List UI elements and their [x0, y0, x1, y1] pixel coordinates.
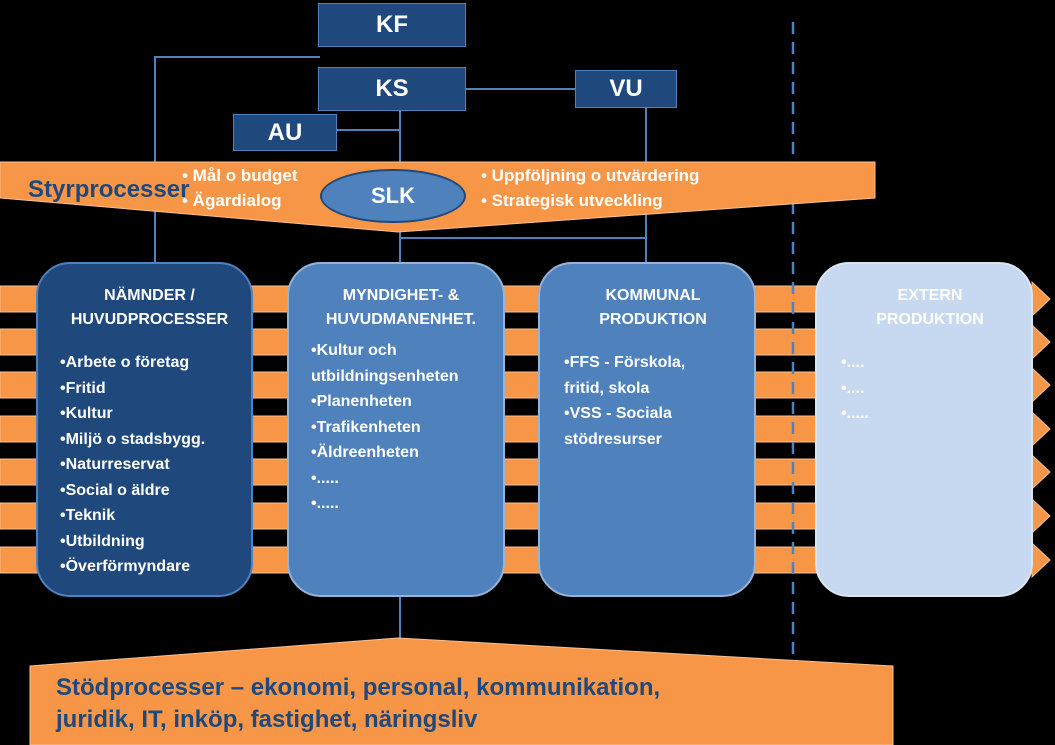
- column-list: •Arbete o företag •Fritid •Kultur •Miljö…: [60, 350, 239, 580]
- ks-label: KS: [375, 75, 409, 102]
- styr-item: • Uppföljning o utvärdering: [481, 166, 700, 185]
- column-kommunal-produktion: KOMMUNAL PRODUKTION •FFS - Förskola, fri…: [538, 262, 756, 597]
- list-item: •Teknik: [60, 507, 116, 524]
- list-item: •Naturreservat: [60, 456, 170, 473]
- vu-box: VU: [575, 70, 677, 108]
- list-item: •Utbildning: [60, 532, 145, 550]
- list-item: •VSS - Sociala stödresurser: [564, 405, 672, 448]
- column-list: •FFS - Förskola, fritid, skola •VSS - So…: [564, 350, 742, 452]
- list-item: •Trafikenheten: [311, 418, 421, 436]
- styrprocesser-right-list: • Uppföljning o utvärdering • Strategisk…: [481, 163, 699, 213]
- column-extern-produktion: EXTERN PRODUKTION •.... •.... •.....: [815, 262, 1033, 597]
- slk-label: SLK: [371, 183, 415, 208]
- list-item: •.....: [311, 495, 339, 512]
- list-item: •.....: [311, 469, 339, 487]
- kf-label: KF: [376, 11, 408, 38]
- list-item: •Miljö o stadsbygg.: [60, 430, 206, 448]
- list-item: •Överförmyndare: [60, 558, 191, 575]
- list-item: •Arbete o företag: [60, 354, 190, 371]
- column-title: NÄMNDER / HUVUDPROCESSER: [70, 287, 229, 328]
- column-list: •.... •.... •.....: [841, 350, 1019, 427]
- styr-item: • Ägardialog: [182, 191, 282, 210]
- slk-ellipse: SLK: [320, 169, 466, 223]
- list-item: •....: [841, 354, 865, 371]
- styrprocesser-label: Styrprocesser: [28, 176, 190, 203]
- stodprocesser-line: Stödprocesser – ekonomi, personal, kommu…: [56, 674, 661, 701]
- column-list: •Kultur och utbildningsenheten •Planenhe…: [311, 338, 491, 517]
- column-title: MYNDIGHET- & HUVUDMANENHET.: [325, 287, 477, 328]
- ks-box: KS: [318, 67, 466, 111]
- styr-item: • Strategisk utveckling: [481, 191, 663, 210]
- list-item: •Planenheten: [311, 393, 412, 410]
- styrprocesser-left-list: • Mål o budget • Ägardialog: [182, 163, 298, 213]
- list-item: •Kultur: [60, 405, 113, 422]
- stodprocesser-banner: [29, 637, 894, 745]
- vu-label: VU: [609, 75, 643, 102]
- column-title: EXTERN PRODUKTION: [876, 287, 984, 328]
- styr-item: • Mål o budget: [182, 166, 298, 185]
- column-myndighet: MYNDIGHET- & HUVUDMANENHET. •Kultur och …: [287, 262, 505, 597]
- au-label: AU: [267, 118, 303, 146]
- column-namnder: NÄMNDER / HUVUDPROCESSER •Arbete o föret…: [36, 262, 253, 597]
- list-item: •....: [841, 379, 865, 397]
- list-item: •Social o äldre: [60, 481, 170, 499]
- stodprocesser-text: Stödprocesser – ekonomi, personal, kommu…: [56, 672, 660, 736]
- list-item: •Fritid: [60, 379, 106, 397]
- list-item: •FFS - Förskola, fritid, skola: [564, 354, 686, 397]
- stodprocesser-line: juridik, IT, inköp, fastighet, näringsli…: [56, 706, 478, 733]
- list-item: •.....: [841, 405, 869, 422]
- au-box: AU: [233, 114, 337, 151]
- kf-box: KF: [318, 3, 466, 47]
- column-title: KOMMUNAL PRODUKTION: [599, 287, 707, 328]
- list-item: •Kultur och utbildningsenheten: [311, 342, 459, 385]
- list-item: •Äldreenheten: [311, 444, 419, 461]
